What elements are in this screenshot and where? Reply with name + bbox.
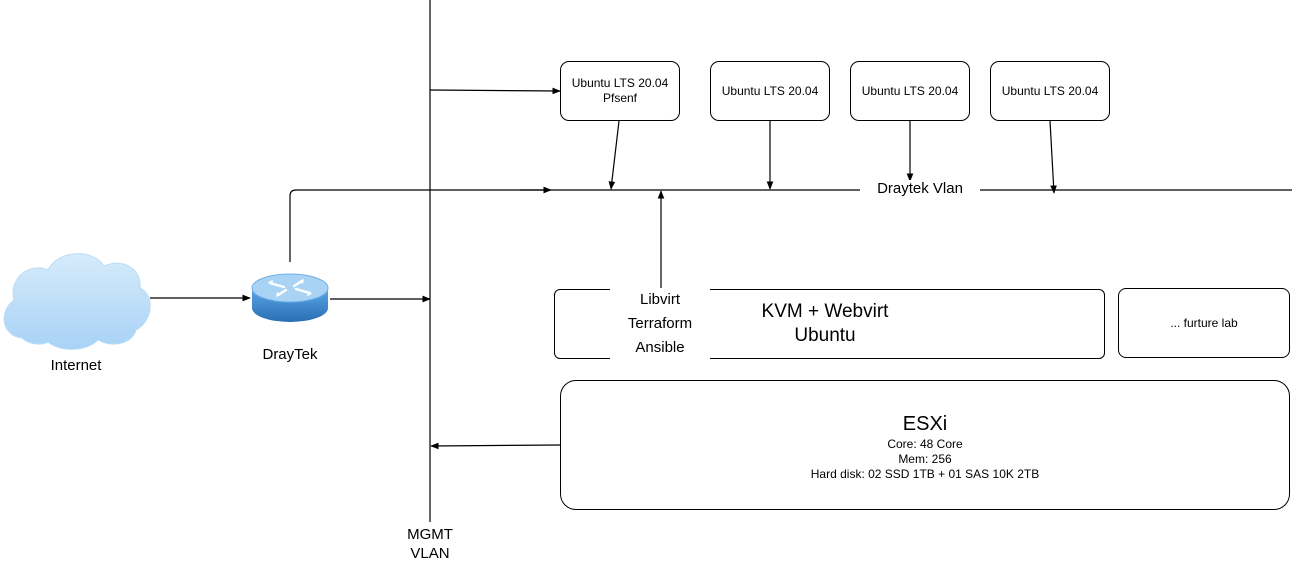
esxi-spec-disk: Hard disk: 02 SSD 1TB + 01 SAS 10K 2TB <box>810 467 1040 481</box>
esxi-title: ESXi <box>902 413 948 435</box>
edge-vm4-vlan <box>1049 120 1057 194</box>
future-lab-label: ... furture lab <box>1170 316 1238 330</box>
vm-role-label: Pfsenf <box>602 91 638 105</box>
mgmt-vlan-line2: VLAN <box>410 545 450 562</box>
vm-os-label: Ubuntu LTS 20.04 <box>571 76 669 90</box>
router-icon <box>251 273 329 322</box>
edge-mgmt-vm1 <box>429 87 561 95</box>
kvm-tools: Libvirt Terraform Ansible <box>610 288 710 360</box>
draytek-vlan-label: Draytek Vlan <box>860 180 980 197</box>
vm-node-pfsense[interactable]: Ubuntu LTS 20.04 Pfsenf <box>560 61 680 121</box>
kvm-tool-ansible: Ansible <box>635 339 685 356</box>
kvm-tool-libvirt: Libvirt <box>639 291 680 308</box>
kvm-title-block: KVM + Webvirt Ubuntu <box>725 300 925 348</box>
edge-vm1-vlan <box>608 120 620 190</box>
vm-node-4[interactable]: Ubuntu LTS 20.04 <box>990 61 1110 121</box>
internet-label: Internet <box>50 357 102 374</box>
kvm-title: KVM + Webvirt <box>761 301 889 322</box>
draytek-vlan-line <box>289 189 1292 262</box>
kvm-subtitle: Ubuntu <box>794 325 856 346</box>
mgmt-vlan-line1: MGMT <box>407 526 453 543</box>
mgmt-vlan-label: MGMT VLAN <box>395 525 465 563</box>
router-label: DrayTek <box>262 346 318 363</box>
esxi-spec-mem: Mem: 256 <box>898 452 952 466</box>
esxi-spec-core: Core: 48 Core <box>887 437 963 451</box>
vm-os-label: Ubuntu LTS 20.04 <box>861 83 959 98</box>
kvm-tool-terraform: Terraform <box>627 315 693 332</box>
vm-node-3[interactable]: Ubuntu LTS 20.04 <box>850 61 970 121</box>
cloud-icon <box>3 253 151 350</box>
esxi-node[interactable]: ESXi Core: 48 Core Mem: 256 Hard disk: 0… <box>560 380 1290 510</box>
vm-node-2[interactable]: Ubuntu LTS 20.04 <box>710 61 830 121</box>
vm-os-label: Ubuntu LTS 20.04 <box>721 83 819 98</box>
edge-esxi-mgmt <box>430 442 561 450</box>
vm-os-label: Ubuntu LTS 20.04 <box>1001 83 1099 98</box>
future-lab-node[interactable]: ... furture lab <box>1118 288 1290 358</box>
